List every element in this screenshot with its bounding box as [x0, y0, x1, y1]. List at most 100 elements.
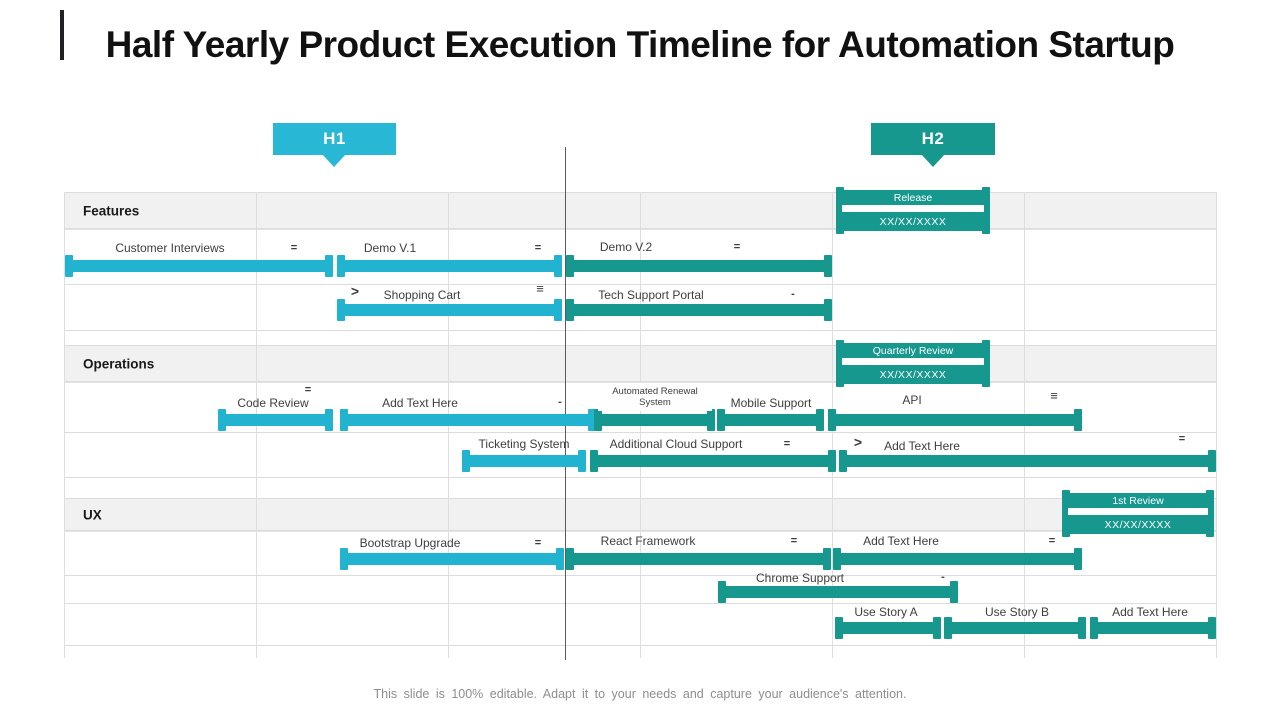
bar-body [339, 304, 560, 316]
section-label: Features [83, 203, 140, 219]
bar-label: Use Story A [854, 605, 918, 619]
bar-label: Use Story B [984, 605, 1050, 619]
marker-pointer-icon [322, 154, 346, 167]
grid-row-line [64, 477, 1216, 478]
bar-customer-interviews [65, 255, 333, 277]
bar-right-cap [578, 450, 586, 472]
bar-left-cap [337, 255, 345, 277]
bar-body [67, 260, 331, 272]
chevron-right-icon: > [853, 434, 863, 450]
milestone-left-cap [836, 187, 844, 234]
marker-pointer-icon [921, 154, 945, 167]
bar-right-cap [1074, 409, 1082, 431]
equals-handle-icon: = [783, 438, 791, 450]
grid-row-line [64, 530, 1216, 531]
bar-body [342, 414, 594, 426]
bar-left-cap [65, 255, 73, 277]
bar-left-cap [839, 450, 847, 472]
bar-right-cap [325, 255, 333, 277]
bar-body [720, 586, 956, 598]
half-marker-h1: H1 [273, 123, 396, 155]
grid-column-line [64, 192, 65, 658]
bar-label: React Framework [600, 534, 696, 548]
milestone-stripe [842, 358, 984, 365]
bar-right-cap [823, 548, 831, 570]
bar-additional-cloud-support [590, 450, 836, 472]
bar-left-cap [590, 450, 598, 472]
bar-label: Bootstrap Upgrade [359, 536, 461, 550]
bar-label: Add Text Here [884, 439, 960, 453]
bar-bootstrap-upgrade [340, 548, 564, 570]
bar-body [596, 414, 713, 426]
half-year-divider-line [565, 147, 566, 660]
bar-right-cap [325, 409, 333, 431]
bar-right-cap [816, 409, 824, 431]
bar-use-story-b [944, 617, 1086, 639]
menu-handle-icon: ≡ [1050, 388, 1058, 403]
milestone-stripe [1068, 508, 1208, 515]
bar-left-cap [218, 409, 226, 431]
equals-handle-icon: = [733, 241, 741, 253]
bar-label: Customer Interviews [115, 241, 225, 255]
grid-row-line [64, 575, 1216, 576]
bar-right-cap [824, 299, 832, 321]
grid-row-line [64, 228, 1216, 229]
bar-chrome-support [718, 581, 958, 603]
bar-api [828, 409, 1082, 431]
dash-handle-icon: - [941, 571, 945, 583]
milestone-left-cap [836, 340, 844, 387]
half-marker-label: H2 [921, 129, 945, 148]
grid-row-line [64, 284, 1216, 285]
bar-right-cap [828, 450, 836, 472]
bar-label: Demo V.1 [363, 241, 417, 255]
bar-right-cap [707, 409, 715, 431]
grid-row-line [64, 330, 1216, 331]
dash-handle-icon: - [558, 396, 562, 408]
grid-row-line [64, 192, 1216, 193]
bar-body [220, 414, 331, 426]
bar-shopping-cart [337, 299, 562, 321]
footer-caption: This slide is 100% editable. Adapt it to… [373, 687, 907, 701]
bar-label: Shopping Cart [383, 288, 461, 302]
bar-left-cap [566, 255, 574, 277]
equals-handle-icon: = [790, 535, 798, 547]
bar-right-cap [554, 255, 562, 277]
grid-row-line [64, 432, 1216, 433]
bar-body [835, 553, 1080, 565]
bar-body [1092, 622, 1214, 634]
bar-label: Add Text Here [1112, 605, 1188, 619]
bar-ticketing-system [462, 450, 586, 472]
section-label: Operations [83, 356, 155, 372]
bar-tech-support-portal [566, 299, 832, 321]
bar-automated-renewal-system [594, 409, 715, 431]
bar-left-cap [833, 548, 841, 570]
bar-right-cap [1208, 617, 1216, 639]
milestone-left-cap [1062, 490, 1070, 537]
bar-left-cap [566, 548, 574, 570]
chevron-right-icon: > [350, 283, 360, 299]
equals-handle-icon: = [304, 384, 312, 396]
equals-handle-icon: = [534, 537, 542, 549]
bar-left-cap [340, 548, 348, 570]
bar-right-cap [824, 255, 832, 277]
bar-add-text-here [833, 548, 1082, 570]
milestone-right-cap [1206, 490, 1214, 537]
bar-mobile-support [717, 409, 824, 431]
grid-row-line [64, 345, 1216, 346]
grid-row-line [64, 381, 1216, 382]
bar-left-cap [340, 409, 348, 431]
bar-left-cap [1090, 617, 1098, 639]
equals-handle-icon: = [290, 242, 298, 254]
bar-body [837, 622, 939, 634]
equals-handle-icon: = [1178, 433, 1186, 445]
bar-left-cap [462, 450, 470, 472]
grid-column-line [1216, 192, 1217, 658]
bar-body [568, 260, 830, 272]
bar-demo-v-2 [566, 255, 832, 277]
